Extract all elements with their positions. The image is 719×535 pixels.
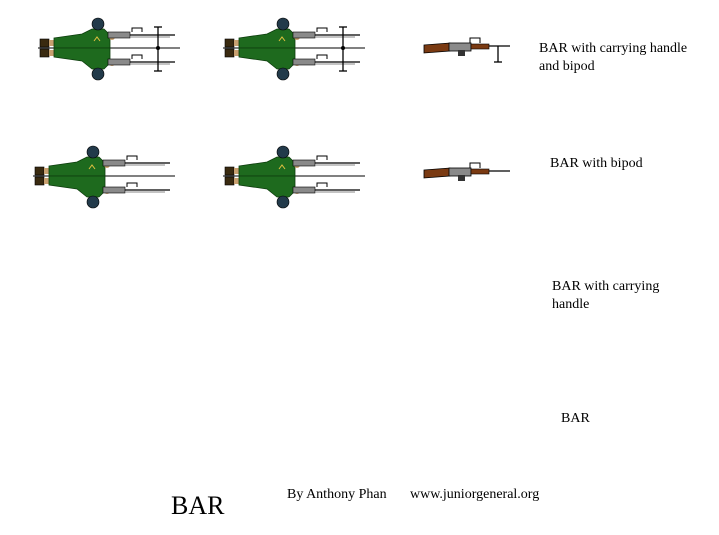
bar-rifle-icon [412,418,507,448]
prone-soldier-icon [30,405,185,475]
label-line: BAR with carrying [552,279,660,294]
prone-soldier-icon [223,17,365,81]
row-label: BAR with bipod [550,155,643,173]
prone-soldier-icon [33,145,175,209]
label-line: BAR [561,411,590,426]
prone-soldier-icon [220,275,375,345]
prone-soldier-icon [220,403,375,473]
bar-rifle-icon [423,162,510,181]
label-line: BAR with carrying handle [539,41,688,56]
prone-soldier-icon [38,17,180,81]
website-link[interactable]: www.juniorgeneral.org [410,487,540,502]
prone-soldier-icon [30,275,185,345]
author-credit: By Anthony Phan [287,487,387,502]
row-label: BAR [561,410,590,428]
bar-rifle-icon [423,37,510,63]
label-line: BAR with bipod [550,156,643,171]
sheet-title: BAR [171,491,225,520]
row-label: BAR with carrying handle [552,278,659,314]
label-line: and bipod [539,59,595,74]
bar-rifle-icon [415,288,510,318]
label-line: handle [552,297,590,312]
prone-soldier-icon [223,145,365,209]
row-label: BAR with carrying handle and bipod [539,40,687,76]
